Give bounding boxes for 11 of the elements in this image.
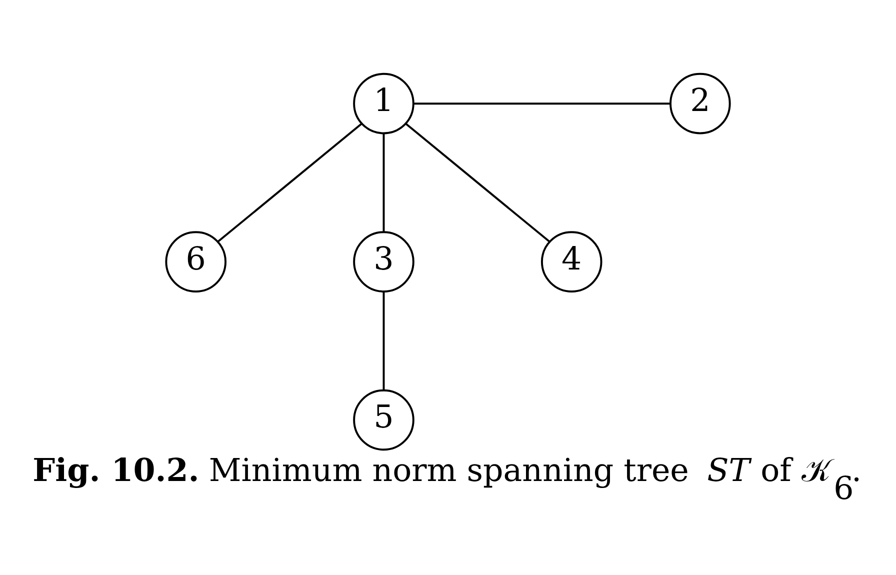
node-circle: 5: [353, 389, 414, 451]
connector: [382, 134, 385, 232]
node-circle: 3: [353, 231, 414, 292]
connector: [414, 102, 670, 105]
connector: [382, 292, 385, 390]
connector: [217, 123, 362, 242]
node-circle: 4: [540, 231, 602, 292]
node-circle: 6: [165, 231, 226, 292]
node-circle: 1: [353, 72, 414, 134]
connector: [405, 123, 550, 242]
node-circle: 2: [670, 72, 731, 134]
